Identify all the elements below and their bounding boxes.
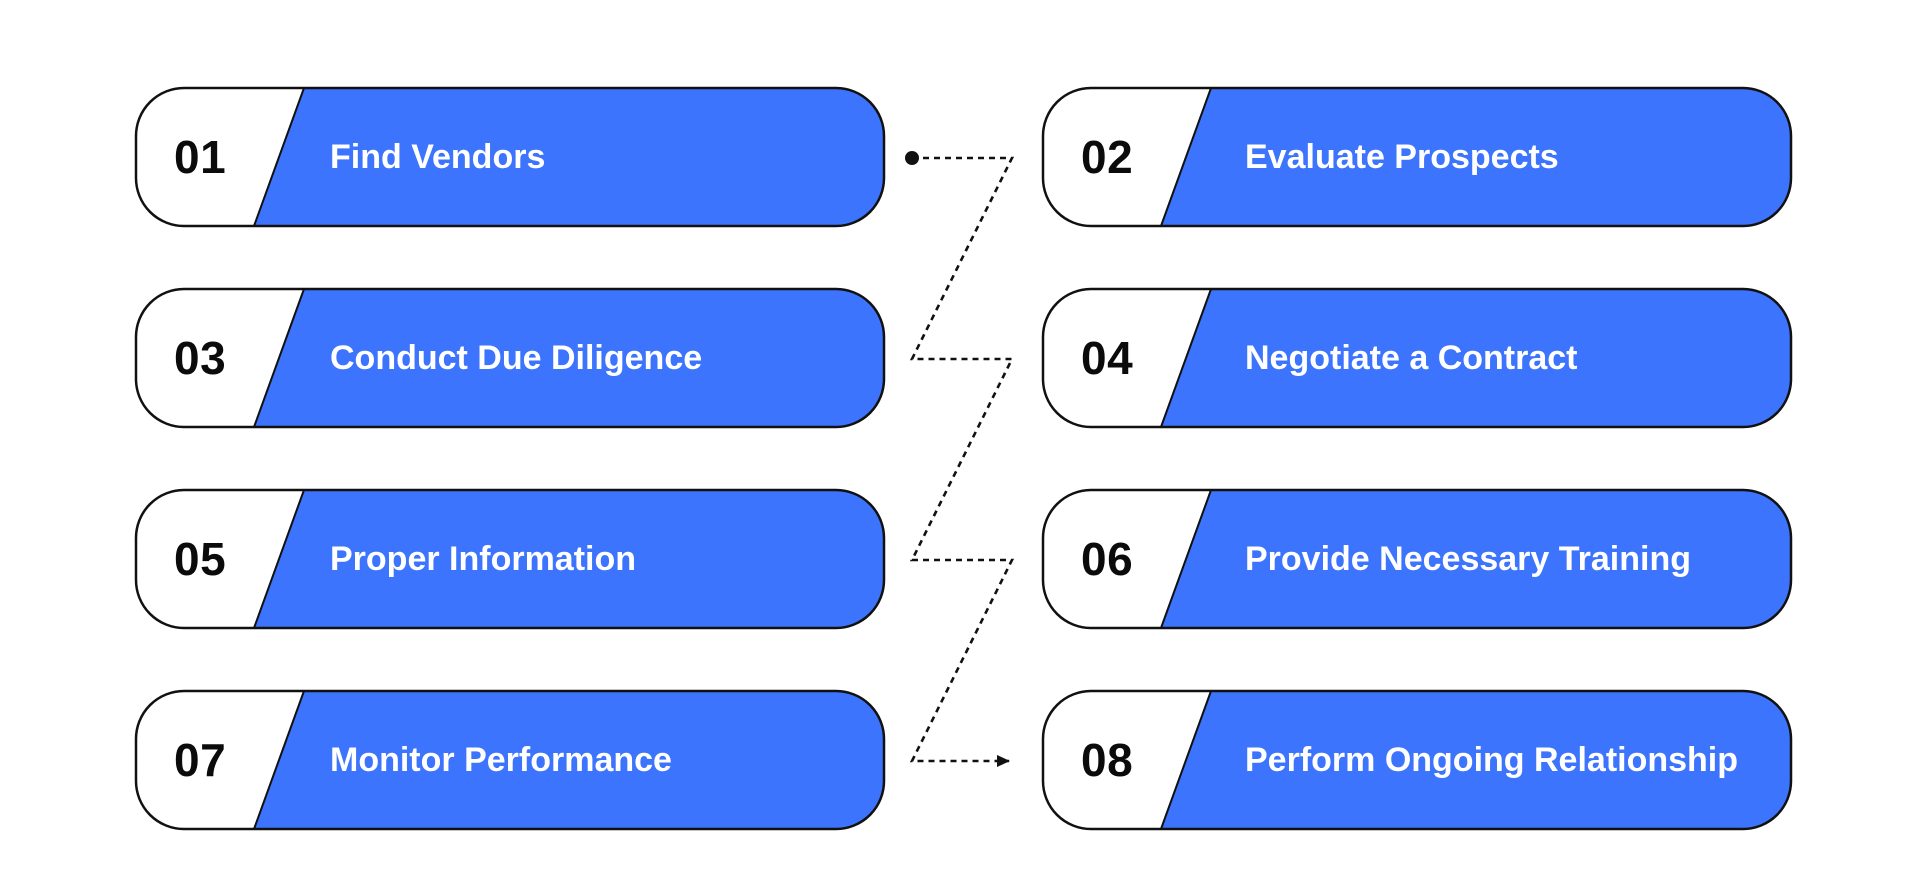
step-label: Evaluate Prospects bbox=[1245, 138, 1559, 176]
step-number: 02 bbox=[1081, 131, 1134, 183]
step-number: 01 bbox=[174, 131, 227, 183]
step-label: Negotiate a Contract bbox=[1245, 339, 1578, 377]
step-number: 03 bbox=[174, 332, 227, 384]
step-label: Perform Ongoing Relationship bbox=[1245, 741, 1739, 779]
step-number: 05 bbox=[174, 533, 227, 585]
step-pill-shape bbox=[134, 488, 886, 630]
step-number: 07 bbox=[174, 734, 227, 786]
step-number: 04 bbox=[1081, 332, 1134, 384]
step-label: Monitor Performance bbox=[330, 741, 672, 779]
step-pill-shape bbox=[134, 86, 886, 228]
step-pill-shape bbox=[1041, 86, 1793, 228]
step-card-01: 01 Find Vendors bbox=[134, 86, 886, 228]
step-label: Conduct Due Diligence bbox=[330, 339, 703, 377]
step-pill-shape bbox=[134, 689, 886, 831]
step-card-04: 04 Negotiate a Contract bbox=[1041, 287, 1793, 429]
step-card-08: 08 Perform Ongoing Relationship bbox=[1041, 689, 1793, 831]
step-card-03: 03 Conduct Due Diligence bbox=[134, 287, 886, 429]
step-label: Proper Information bbox=[330, 540, 637, 578]
step-pill-shape bbox=[134, 287, 886, 429]
step-pill-shape bbox=[1041, 287, 1793, 429]
step-pill-shape bbox=[1041, 689, 1793, 831]
step-card-02: 02 Evaluate Prospects bbox=[1041, 86, 1793, 228]
connector-start-dot bbox=[905, 151, 919, 165]
step-number: 06 bbox=[1081, 533, 1134, 585]
connector-zigzag-line bbox=[909, 156, 1015, 767]
step-pill-shape bbox=[1041, 488, 1793, 630]
step-card-06: 06 Provide Necessary Training bbox=[1041, 488, 1793, 630]
step-card-05: 05 Proper Information bbox=[134, 488, 886, 630]
step-label: Find Vendors bbox=[330, 138, 546, 176]
step-card-07: 07 Monitor Performance bbox=[134, 689, 886, 831]
step-label: Provide Necessary Training bbox=[1245, 540, 1691, 578]
step-number: 08 bbox=[1081, 734, 1134, 786]
